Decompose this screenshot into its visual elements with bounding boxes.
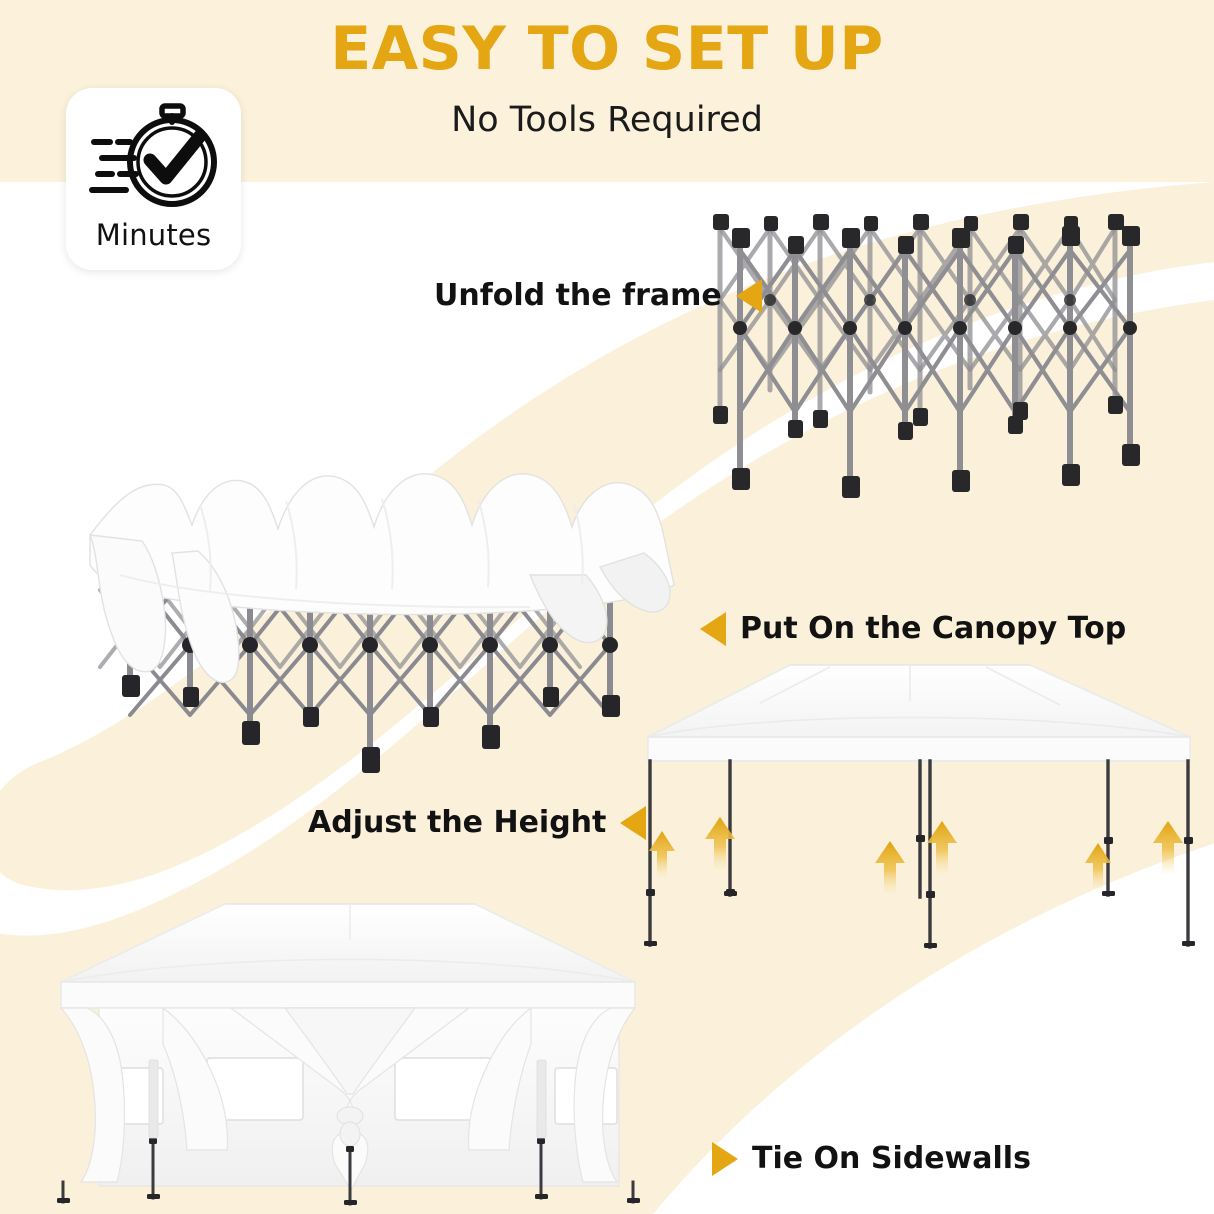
stopwatch-check-speed-icon [84,100,224,222]
step-label-unfold-frame: Unfold the frame [434,278,762,313]
step-label-tie-on-sidewalls: Tie On Sidewalls [712,1141,1031,1176]
page-subtitle: No Tools Required [451,100,763,140]
step-label-adjust-height: Adjust the Height [308,805,647,840]
step-label-put-on-canopy-top: Put On the Canopy Top [700,611,1126,646]
minutes-badge: Minutes [66,88,241,270]
triangle-left-icon [700,611,726,646]
frame-with-canopy-draped-illustration [88,473,675,773]
step-label-text: Adjust the Height [308,805,607,840]
expanded-scissor-frame-illustration [713,214,1140,498]
triangle-left-icon [735,278,762,313]
step-label-text: Unfold the frame [434,278,722,313]
page-title: EASY TO SET UP [330,14,884,84]
canopy-with-sidewalls-illustration [57,903,640,1206]
step-label-text: Tie On Sidewalls [752,1141,1031,1176]
triangle-right-icon [712,1141,738,1176]
badge-label: Minutes [95,218,212,252]
canopy-with-height-arrows-illustration [644,664,1195,949]
step-label-text: Put On the Canopy Top [740,611,1127,646]
triangle-left-icon [620,805,647,840]
